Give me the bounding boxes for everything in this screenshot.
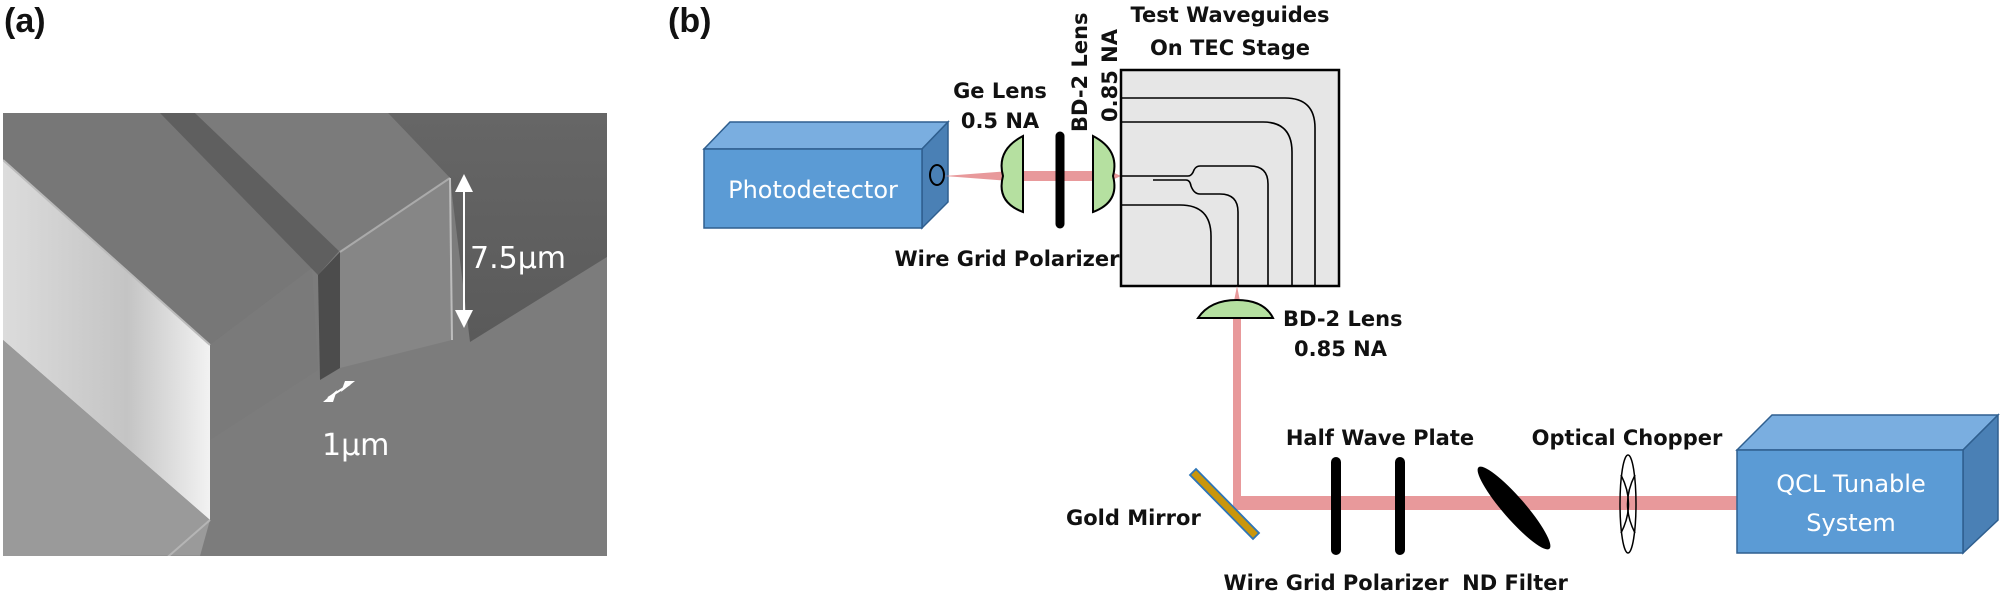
tec-stage [1119, 68, 1341, 288]
waveguide-3 [1121, 165, 1269, 286]
bd2-lens-top-label-1: BD-2 Lens [1068, 12, 1092, 132]
waveguide-1 [1121, 97, 1316, 286]
sem-recess [388, 113, 607, 342]
gold-mirror [1188, 467, 1261, 541]
waveguides [1121, 97, 1316, 286]
waveguide-2 [1121, 121, 1293, 286]
bd2-lens-top-label-2: 0.85 NA [1098, 28, 1122, 122]
stage-title-1: Test Waveguides [1130, 3, 1329, 27]
bd2-lens-bottom [1196, 298, 1275, 319]
beam-vertical [1233, 286, 1241, 503]
photodetector [702, 120, 950, 230]
sem-image [3, 113, 607, 556]
sem-left-slab-front [210, 268, 318, 440]
height-label: 7.5µm [470, 241, 566, 276]
sem-right-block-front [340, 178, 452, 368]
bd2-lens-top [1092, 134, 1116, 214]
sem-right-block-top [195, 113, 450, 252]
gap-label: 1µm [322, 428, 389, 463]
ge-lens-label-2: 0.5 NA [961, 109, 1040, 133]
sem-left-slab-top [3, 113, 312, 345]
gold-mirror-label: Gold Mirror [1066, 506, 1201, 530]
qcl-tunable-system [1735, 413, 2000, 555]
photodetector-label: Photodetector [728, 176, 898, 204]
optical-chopper [1619, 454, 1637, 554]
stage-title-2: On TEC Stage [1150, 36, 1310, 60]
qcl-label-1: QCL Tunable [1776, 470, 1925, 498]
sem-trench-1um [318, 252, 340, 380]
wire-grid-polarizer-top-label: Wire Grid Polarizer [895, 247, 1121, 271]
height-arrow [455, 174, 473, 328]
sem-groove-wall [160, 113, 340, 275]
panel-a-label: (a) [4, 2, 46, 40]
waveguide-4 [1153, 179, 1239, 286]
detector-aperture-icon [929, 164, 945, 186]
nd-filter [1477, 466, 1551, 550]
half-wave-plate-label: Half Wave Plate [1286, 426, 1474, 450]
nd-filter-label: ND Filter [1462, 571, 1568, 592]
sem-left-slab-lower [3, 340, 210, 556]
qcl-label-2: System [1806, 509, 1896, 537]
optical-chopper-label: Optical Chopper [1532, 426, 1723, 450]
gap-arrow [323, 381, 355, 402]
beam-top [944, 171, 1121, 181]
bd2-lens-bottom-label-1: BD-2 Lens [1283, 307, 1403, 331]
panel-b-label: (b) [668, 2, 712, 40]
ge-lens [1000, 134, 1024, 214]
wire-grid-polarizer-bottom-label: Wire Grid Polarizer [1224, 571, 1450, 592]
bd2-lens-bottom-label-2: 0.85 NA [1294, 337, 1388, 361]
waveguide-5 [1121, 204, 1212, 286]
sem-left-slab-side [3, 160, 210, 520]
ge-lens-label-1: Ge Lens [953, 79, 1047, 103]
